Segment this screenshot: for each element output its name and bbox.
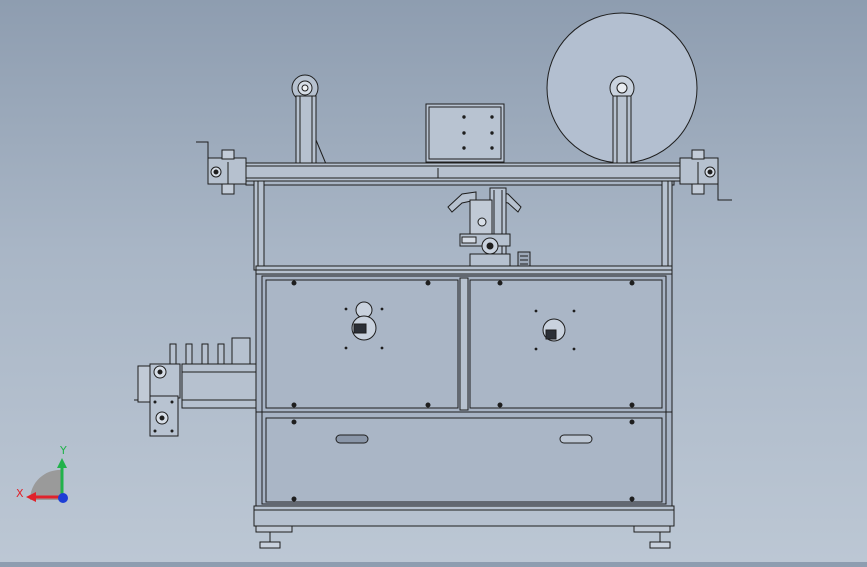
left-cabinet-door[interactable] [265,279,459,409]
drawer-handle-right [559,434,593,444]
coordinate-triad-icon: Y X [16,444,68,503]
y-axis-label: Y [59,444,67,457]
bottom-drawer[interactable] [265,417,663,503]
small-roller[interactable] [291,74,327,165]
large-reel[interactable] [546,12,698,164]
control-box[interactable] [425,103,505,163]
side-conveyor[interactable] [134,337,257,437]
left-bracket[interactable] [196,141,247,195]
right-bracket[interactable] [679,149,732,201]
leveling-foot-right[interactable] [649,532,671,549]
machine-base [253,505,675,533]
center-divider [459,277,469,411]
right-cabinet-door[interactable] [469,279,663,409]
top-crossbeam [229,162,701,186]
worktable-top [255,265,673,275]
x-axis-label: X [16,487,24,500]
leveling-foot-left[interactable] [259,532,281,549]
labeling-head[interactable] [437,168,531,271]
drawer-handle-left [335,434,369,444]
right-reel-arm [612,95,632,165]
